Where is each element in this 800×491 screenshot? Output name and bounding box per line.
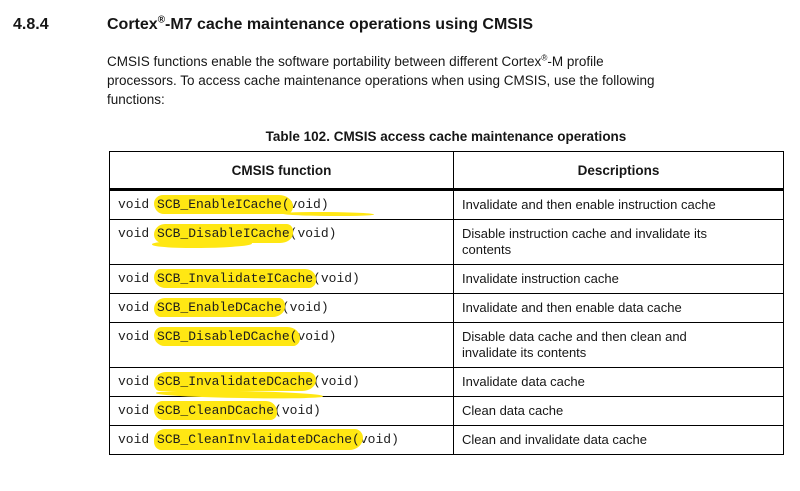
description-cell: Invalidate instruction cache — [453, 264, 784, 294]
description-text: Invalidate data cache — [462, 374, 585, 389]
table-row: void SCB_InvalidateDCache(void) Invalida… — [109, 367, 784, 397]
function-cell: void SCB_EnableDCache(void) — [109, 293, 454, 323]
function-cell: void SCB_CleanInvlaidateDCache(void) — [109, 425, 454, 455]
function-highlight: SCB_EnableDCache — [154, 298, 285, 317]
description-text: Invalidate and then enable data cache — [462, 300, 682, 315]
function-cell: void SCB_DisableDCache(void) — [109, 322, 454, 368]
function-text: void SCB_EnableDCache(void) — [118, 298, 329, 317]
section-number: 4.8.4 — [13, 16, 49, 33]
table-row: void SCB_CleanDCache(void) Clean data ca… — [109, 396, 784, 426]
column-header-descriptions: Descriptions — [453, 151, 784, 191]
function-text: void SCB_DisableDCache(void) — [118, 327, 337, 346]
table-row: void SCB_InvalidateICache(void) Invalida… — [109, 264, 784, 294]
description-text: Clean and invalidate data cache — [462, 432, 648, 447]
intro-line2: processors. To access cache maintenance … — [107, 73, 655, 88]
table-row: void SCB_CleanInvlaidateDCache(void) Cle… — [109, 425, 784, 455]
table-row: void SCB_EnableDCache(void) Invalidate a… — [109, 293, 784, 323]
table-caption: Table 102. CMSIS access cache maintenanc… — [265, 129, 627, 144]
function-highlight: SCB_DisableICache — [154, 224, 293, 243]
section-title-post: -M7 cache maintenance operations using C… — [165, 16, 534, 33]
function-highlight: SCB_InvalidateICache — [154, 269, 317, 288]
description-cell: Clean and invalidate data cache — [453, 425, 784, 455]
function-text: void SCB_InvalidateICache(void) — [118, 269, 360, 288]
description-cell: Disable instruction cache and invalidate… — [453, 219, 784, 265]
description-text: Invalidate and then enable instruction c… — [462, 197, 716, 212]
intro-line3: functions: — [107, 92, 165, 107]
description-cell: Invalidate and then enable instruction c… — [453, 189, 784, 220]
function-highlight: SCB_EnableICache( — [154, 195, 293, 214]
function-text: void SCB_CleanInvlaidateDCache(void) — [118, 429, 399, 450]
description-text: Disable data cache and then clean and — [462, 329, 687, 344]
intro-paragraph: CMSIS functions enable the software port… — [107, 52, 770, 109]
table-row: void SCB_DisableICache(void) Disable ins… — [109, 219, 784, 265]
table-row: void SCB_DisableDCache(void) Disable dat… — [109, 322, 784, 368]
function-cell: void SCB_DisableICache(void) — [109, 219, 454, 265]
function-cell: void SCB_EnableICache(void) — [109, 189, 454, 220]
function-text: void SCB_EnableICache(void) — [118, 195, 329, 214]
description-text: Clean data cache — [462, 403, 564, 418]
intro-line1-post: -M profile — [547, 54, 604, 69]
intro-line1-pre: CMSIS functions enable the software port… — [107, 54, 542, 69]
function-highlight: SCB_DisableDCache( — [154, 327, 301, 346]
function-text: void SCB_DisableICache(void) — [118, 224, 337, 243]
description-cell: Clean data cache — [453, 396, 784, 426]
section-title: Cortex®-M7 cache maintenance operations … — [107, 14, 534, 34]
function-highlight: SCB_InvalidateDCache — [154, 372, 317, 391]
function-cell: void SCB_InvalidateICache(void) — [109, 264, 454, 294]
column-header-cmsis-function: CMSIS function — [109, 151, 454, 191]
section-title-pre: Cortex — [107, 16, 158, 33]
description-text: contents — [462, 242, 512, 257]
registered-trademark-icon: ® — [157, 14, 165, 26]
function-cell: void SCB_InvalidateDCache(void) — [109, 367, 454, 397]
cmsis-operations-table: CMSIS function Descriptions void SCB_Ena… — [109, 151, 784, 455]
description-text: invalidate its contents — [462, 345, 587, 360]
description-cell: Invalidate and then enable data cache — [453, 293, 784, 323]
function-highlight: SCB_CleanDCache — [154, 401, 278, 420]
function-cell: void SCB_CleanDCache(void) — [109, 396, 454, 426]
function-highlight: SCB_CleanInvlaidateDCache( — [154, 429, 363, 450]
function-text: void SCB_CleanDCache(void) — [118, 401, 321, 420]
registered-trademark-icon: ® — [541, 52, 548, 63]
function-text: void SCB_InvalidateDCache(void) — [118, 372, 360, 391]
description-text: Disable instruction cache and invalidate… — [462, 226, 707, 241]
section-heading: 4.8.4 Cortex®-M7 cache maintenance opera… — [13, 14, 800, 34]
description-text: Invalidate instruction cache — [462, 271, 619, 286]
description-cell: Invalidate data cache — [453, 367, 784, 397]
document-page: { "page": { "background": "#ffffff", "te… — [0, 14, 800, 491]
table-row: void SCB_EnableICache(void) Invalidate a… — [109, 189, 784, 220]
table-header-row: CMSIS function Descriptions — [109, 151, 784, 191]
